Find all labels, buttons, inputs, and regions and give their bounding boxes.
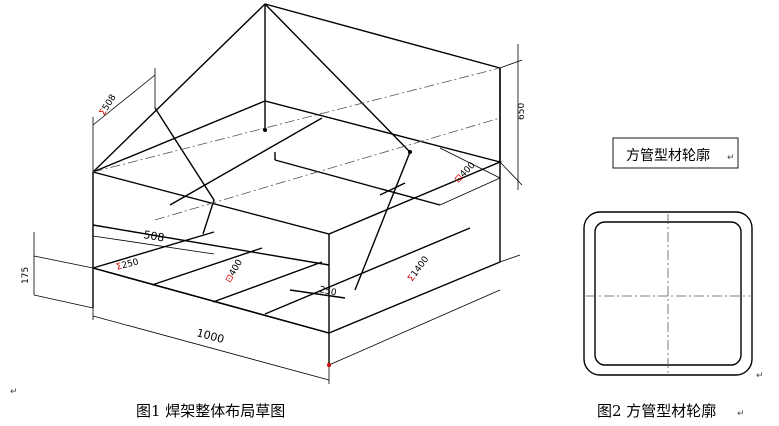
dim-sum-508: Σ508 — [98, 93, 119, 118]
dim-400-bottom: ⊡400 — [224, 258, 245, 285]
tube-profile — [583, 211, 753, 376]
frame-3d-lines — [92, 3, 503, 365]
dim-1400: Σ1400 — [406, 255, 431, 284]
dim-175: 175 — [21, 267, 31, 284]
dim-650: 650 — [517, 103, 527, 120]
para-mark-1: ↵ — [727, 153, 735, 163]
dim-250: 250 — [318, 285, 337, 298]
para-mark-2: ↵ — [10, 387, 18, 397]
dim-1000: 1000 — [195, 326, 225, 346]
dim-508: 508 — [142, 228, 165, 244]
para-mark-3: ↵ — [756, 371, 764, 381]
dimension-lines — [33, 44, 523, 384]
profile-label-box: 方管型材轮廓 ↵ — [612, 137, 739, 169]
dim-sum-250: Σ250 — [115, 257, 140, 273]
profile-label: 方管型材轮廓 — [626, 147, 710, 164]
caption-fig2: 图2 方管型材轮廓 — [597, 402, 716, 420]
para-mark-4: ↵ — [737, 409, 745, 419]
caption-fig1: 图1 焊架整体布局草图 — [136, 402, 285, 420]
